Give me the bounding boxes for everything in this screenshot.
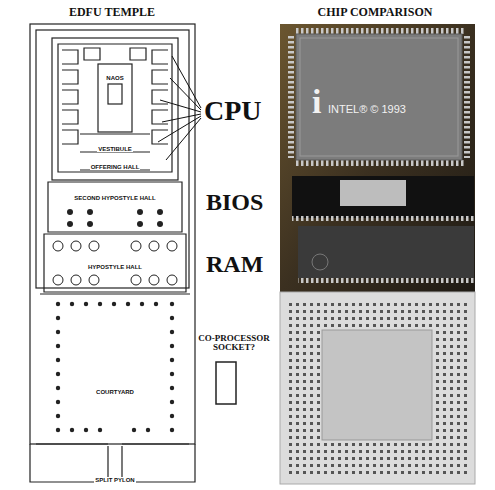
courtyard-region: COURTYARD: [70, 380, 160, 394]
chip-pins: [464, 36, 470, 158]
bios-window: [340, 180, 406, 206]
chip-pins: [298, 278, 474, 283]
hall-region: SECOND HYPOSTYLE HALL: [50, 186, 180, 200]
socket: [280, 292, 475, 484]
photo-background: [280, 24, 475, 292]
room-label: VESTIBULE: [97, 146, 133, 152]
chip-logo: i: [312, 84, 321, 120]
cpu-chip-edge: [300, 38, 458, 156]
temple-plan: [30, 24, 195, 482]
room-label: COURTYARD: [95, 389, 135, 395]
socket-cavity: [322, 330, 432, 440]
second-hall-columns: [67, 209, 163, 227]
pylon-region: SPLIT PYLON: [60, 468, 170, 480]
part-label: RAM: [206, 252, 263, 277]
courtyard-columns: [56, 302, 174, 432]
part-label: BIOS: [206, 190, 263, 215]
hall-region: HYPOSTYLE HALL: [46, 255, 184, 269]
chip-marking: INTEL® © 1993: [328, 104, 406, 116]
leader-lines: [158, 56, 201, 160]
ram-chip: [298, 226, 474, 278]
panel-title: EDFU TEMPLE: [69, 6, 155, 19]
chip-pins: [294, 28, 464, 34]
room-region: OFFERING HALL: [82, 155, 148, 167]
room-region: VESTIBULE: [82, 137, 148, 149]
part-label: CPU: [204, 96, 262, 125]
part-label: CO-PROCESSOR SOCKET?: [192, 334, 276, 353]
room-label: HYPOSTYLE HALL: [87, 264, 143, 270]
room-label: SPLIT PYLON: [94, 477, 135, 483]
hypostyle-columns: [53, 241, 177, 285]
chip-pins: [288, 36, 294, 158]
chip-pins: [292, 216, 474, 221]
ram-logo: [312, 254, 328, 270]
room-label: OFFERING HALL: [90, 164, 141, 170]
room-label: SECOND HYPOSTYLE HALL: [73, 195, 156, 201]
coprocessor-socket-outline: [216, 362, 236, 404]
panel-title: CHIP COMPARISON: [318, 6, 433, 19]
room-region: NAOS: [100, 66, 130, 82]
socket-pins: [288, 300, 467, 476]
bios-chip: [292, 176, 474, 218]
room-label: NAOS: [105, 75, 124, 81]
cpu-chip: [296, 34, 462, 160]
chip-pins: [294, 160, 464, 166]
